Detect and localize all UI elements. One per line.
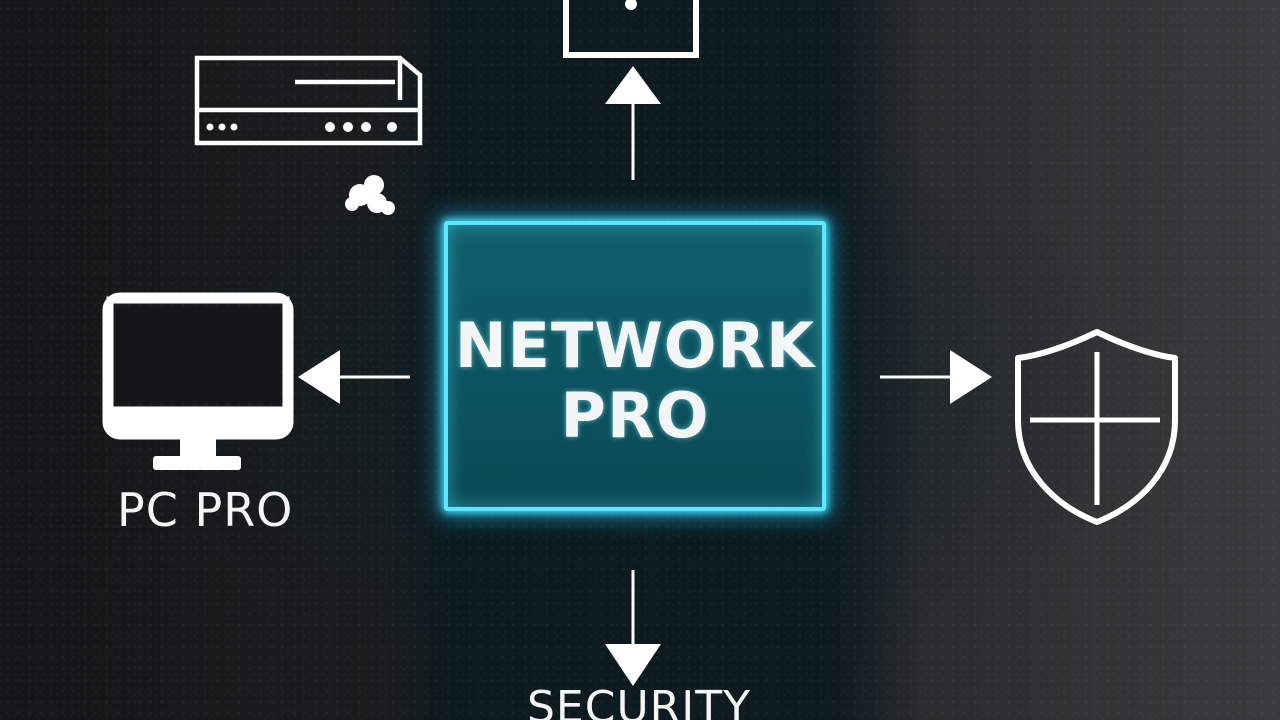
lock-keyhole-icon <box>625 0 637 10</box>
arrow-up-icon <box>605 66 661 180</box>
arrow-left-icon <box>298 350 410 404</box>
arrow-down-icon <box>605 570 661 686</box>
cloud-icon <box>345 175 395 215</box>
router-icon <box>194 55 423 146</box>
pc-pro-label: PC PRO <box>117 483 294 537</box>
router-lights-icon <box>206 122 397 132</box>
security-label: SECURITY <box>527 682 751 720</box>
network-pro-title: NETWORK PRO <box>454 309 816 452</box>
monitor-icon <box>102 292 294 470</box>
arrow-right-icon <box>880 350 992 404</box>
shield-icon <box>1015 329 1178 525</box>
network-pro-box: NETWORK PRO <box>444 221 826 511</box>
